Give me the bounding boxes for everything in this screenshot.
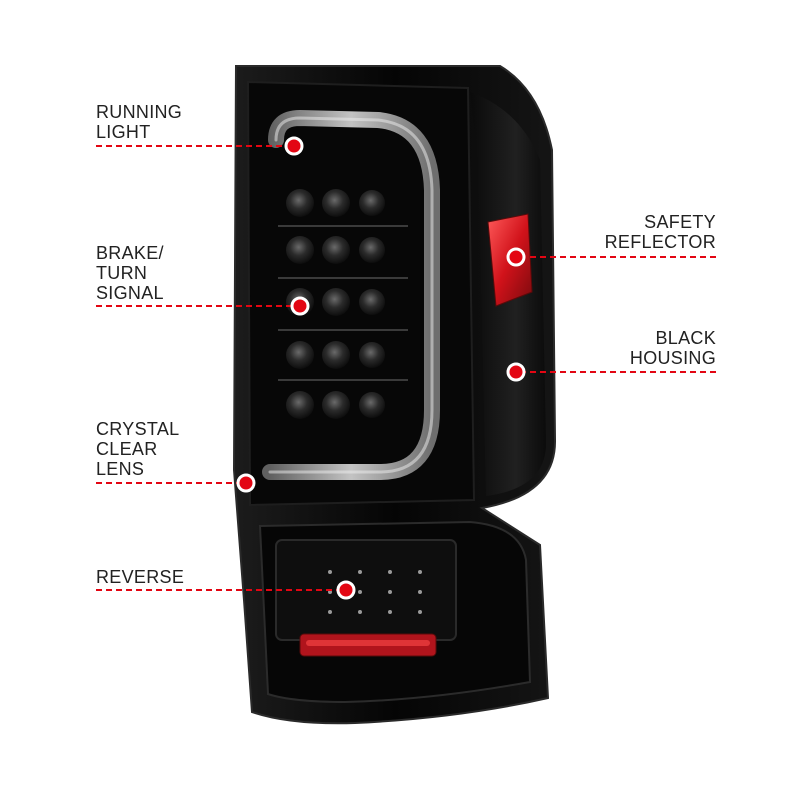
callout-dot-reverse <box>336 580 356 600</box>
running-light-tube-core <box>268 116 434 474</box>
label-crystal-clear-lens: CRYSTAL CLEAR LENS <box>96 419 180 479</box>
label-running-light: RUNNING LIGHT <box>96 102 183 142</box>
label-safety-reflector: SAFETY REFLECTOR <box>604 212 716 252</box>
callout-dots <box>236 136 526 600</box>
callout-lines <box>96 145 716 591</box>
reverse-module <box>275 539 457 641</box>
brake-led-grid <box>278 189 408 419</box>
callout-dot-reflector <box>506 247 526 267</box>
label-reverse: REVERSE <box>96 567 185 587</box>
callout-dot-brake-turn <box>290 296 310 316</box>
callout-dot-housing <box>506 362 526 382</box>
callout-dot-lens <box>236 473 256 493</box>
label-brake-turn-signal: BRAKE/ TURN SIGNAL <box>96 243 164 303</box>
reverse-led-dots <box>328 570 422 614</box>
label-black-housing: BLACK HOUSING <box>629 328 716 368</box>
callout-dot-running-light <box>284 136 304 156</box>
